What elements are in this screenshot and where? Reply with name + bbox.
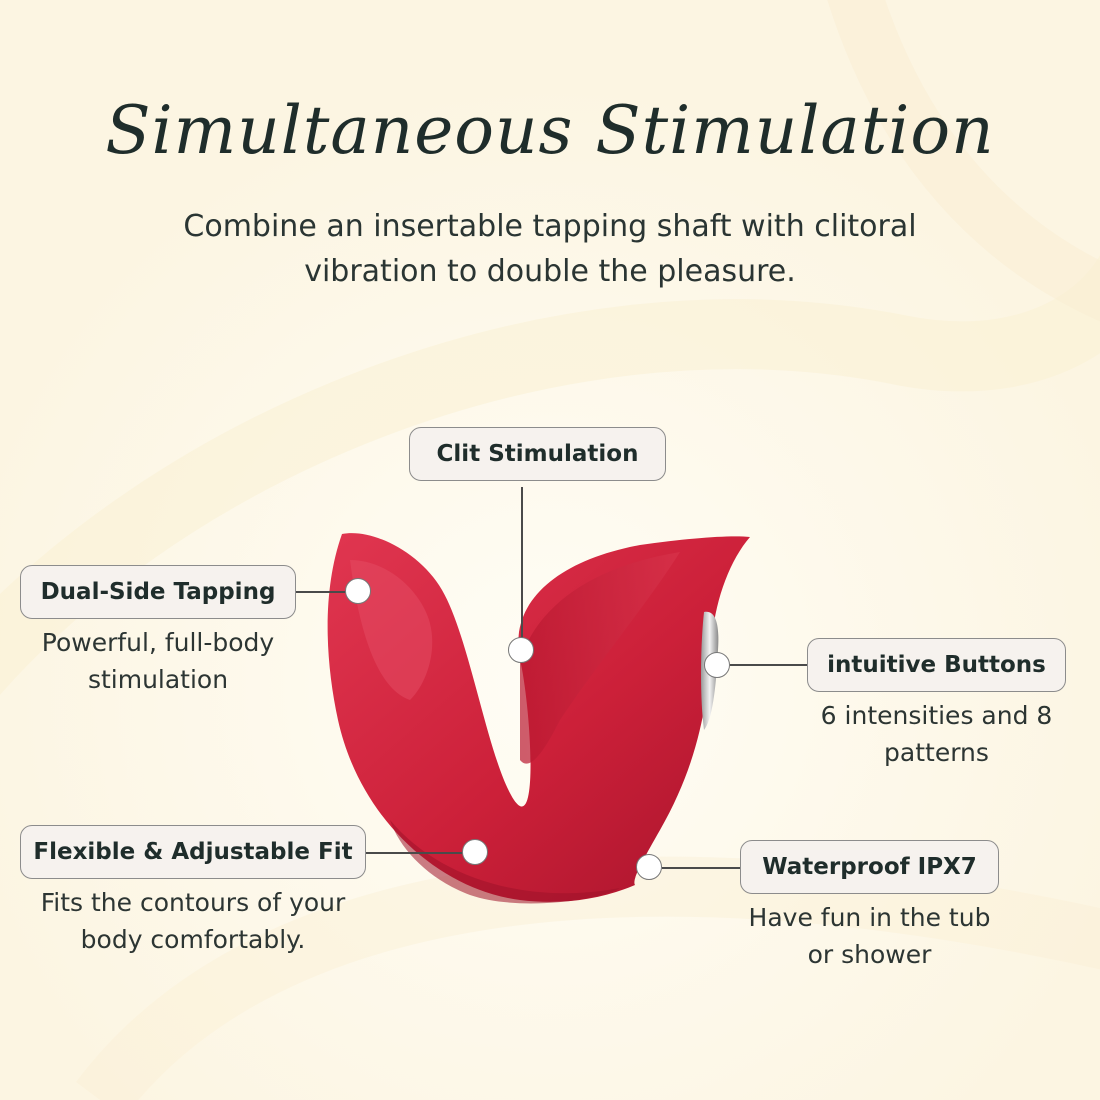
connector-fit [365, 852, 462, 854]
page-subtitle: Combine an insertable tapping shaft with… [183, 209, 917, 289]
desc-waterproof: Have fun in the tub or shower [748, 903, 991, 969]
connector-dual [295, 591, 345, 593]
hotspot-clit[interactable] [508, 637, 534, 663]
label-intuitive-buttons: intuitive Buttons [807, 638, 1066, 692]
label-clit-stimulation: Clit Stimulation [409, 427, 666, 481]
hotspot-waterproof[interactable] [636, 854, 662, 880]
connector-waterproof [662, 867, 741, 869]
hotspot-dual[interactable] [345, 578, 371, 604]
label-flexible-fit: Flexible & Adjustable Fit [20, 825, 366, 879]
label-waterproof: Waterproof IPX7 [740, 840, 999, 894]
desc-flexible-fit: Fits the contours of your body comfortab… [40, 888, 346, 954]
desc-dual-side-tapping: Powerful, full-body stimulation [41, 628, 275, 694]
page-title: Simultaneous Stimulation [105, 92, 995, 169]
desc-intuitive-buttons: 6 intensities and 8 patterns [820, 701, 1053, 767]
hotspot-fit[interactable] [462, 839, 488, 865]
hotspot-buttons[interactable] [704, 652, 730, 678]
connector-clit [521, 487, 523, 645]
connector-buttons [730, 664, 808, 666]
label-dual-side-tapping: Dual-Side Tapping [20, 565, 296, 619]
